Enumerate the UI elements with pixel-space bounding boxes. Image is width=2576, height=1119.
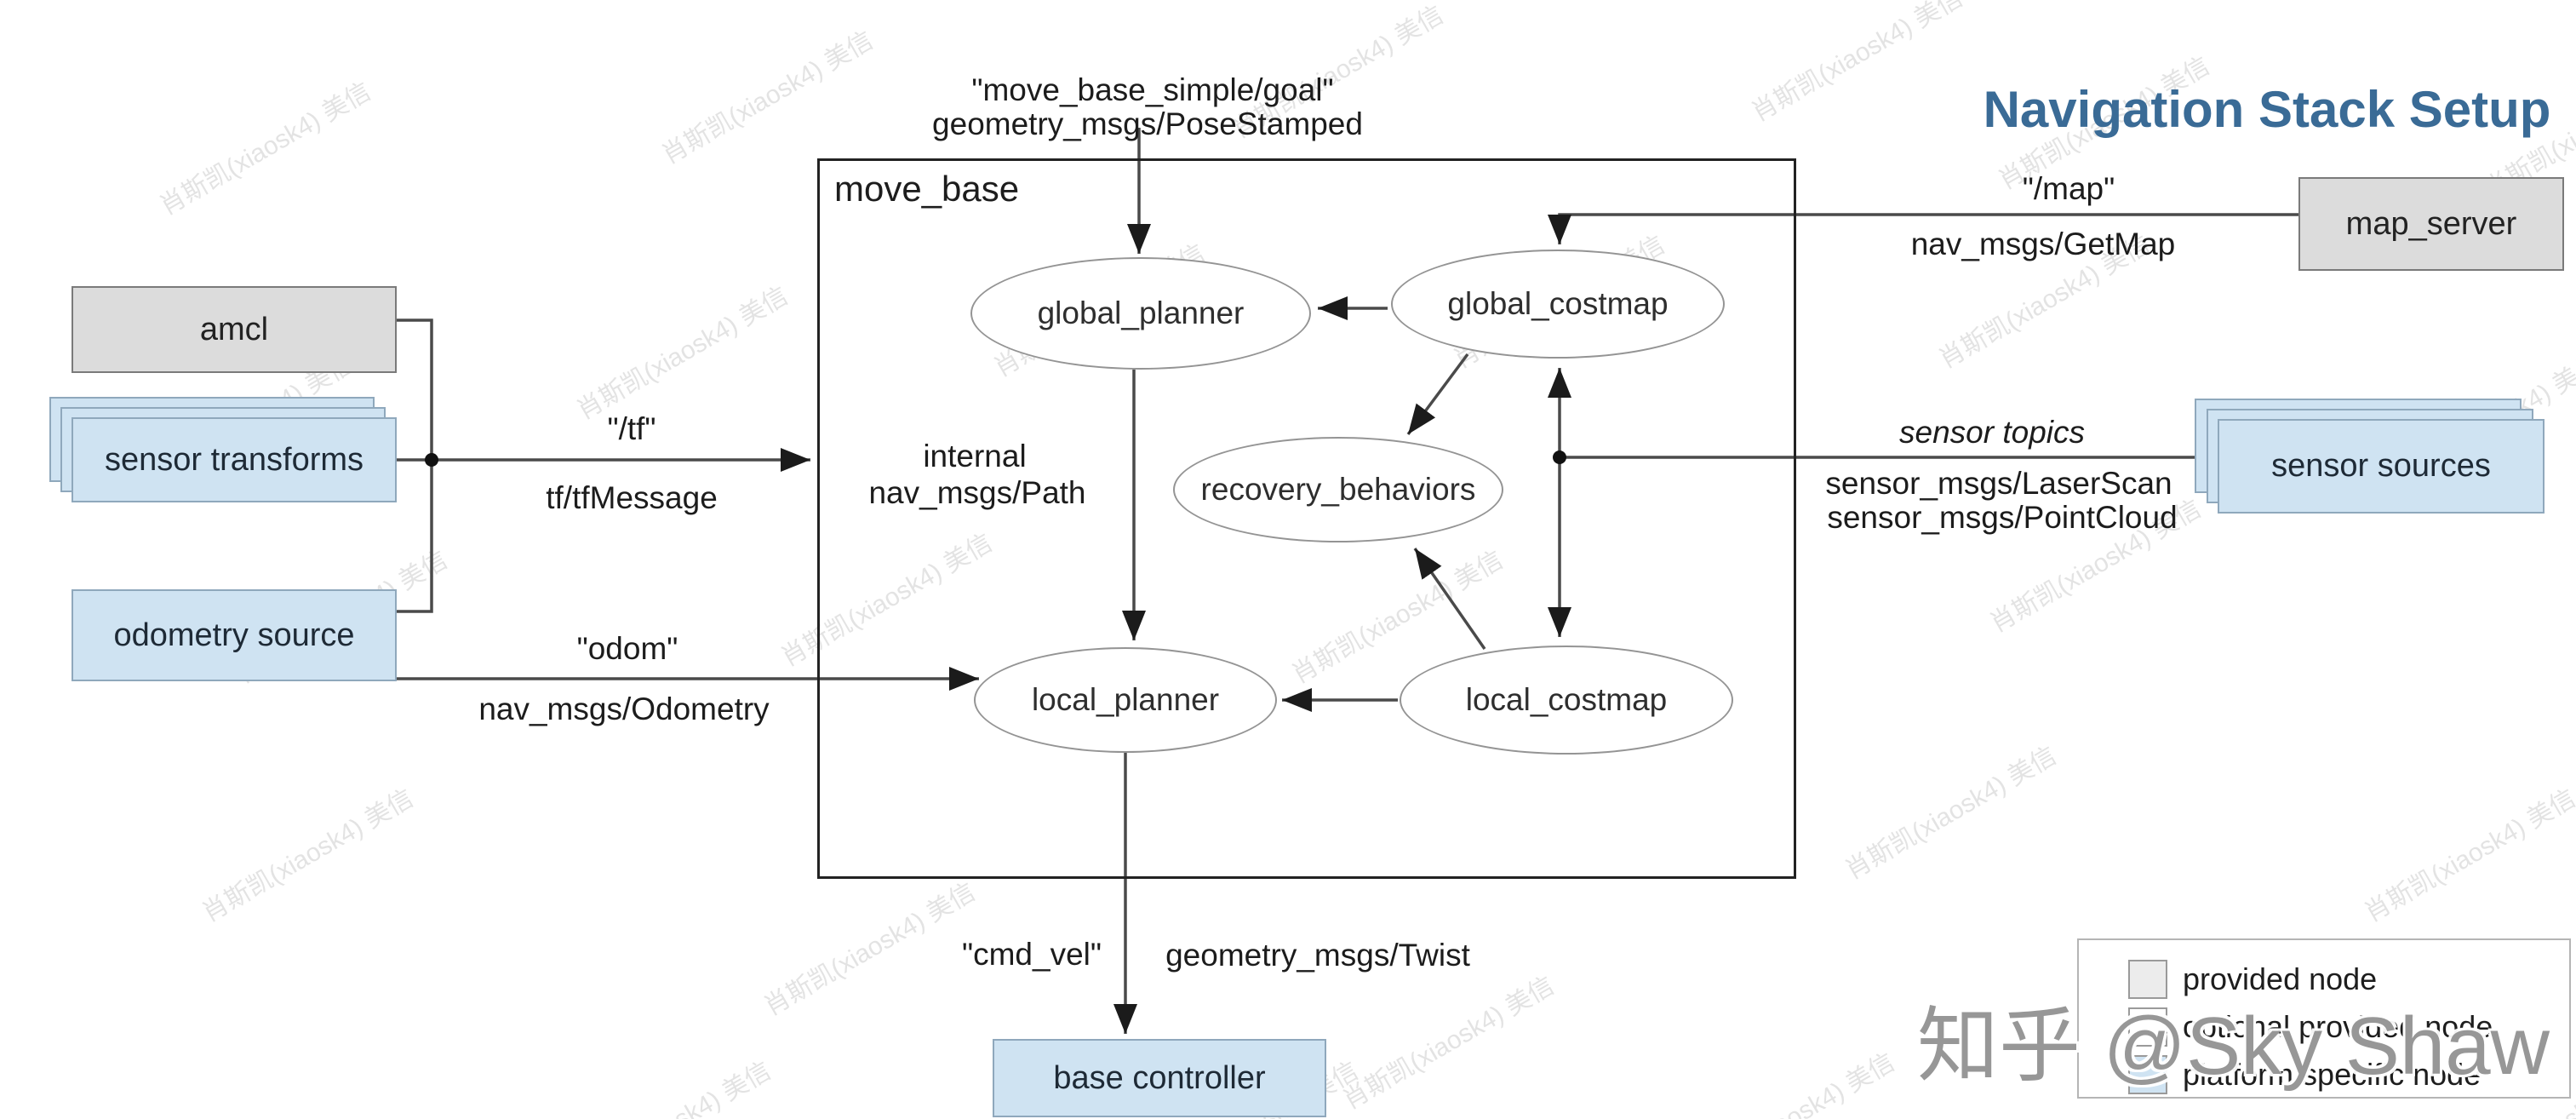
global-planner-label: global_planner xyxy=(1037,296,1245,330)
legend-swatch xyxy=(2128,1007,2167,1047)
tf-type-label: tf/tfMessage xyxy=(546,480,718,515)
local-planner-node: local_planner xyxy=(974,647,1277,753)
legend-swatch xyxy=(2128,1055,2167,1094)
sensor-sources-node: sensor sources xyxy=(2218,419,2545,514)
map-topic-label: "/map" xyxy=(2022,171,2115,206)
move-base-container xyxy=(817,158,1796,879)
global-costmap-label: global_costmap xyxy=(1447,286,1669,321)
recovery-behaviors-node: recovery_behaviors xyxy=(1173,437,1503,542)
map-type-label: nav_msgs/GetMap xyxy=(1910,227,2176,261)
cmd-vel-type-label: geometry_msgs/Twist xyxy=(1165,938,1470,973)
sensor-topics-label: sensor topics xyxy=(1899,415,2085,450)
local-planner-label: local_planner xyxy=(1031,682,1220,717)
recovery-behaviors-label: recovery_behaviors xyxy=(1200,472,1476,507)
page-title: Navigation Stack Setup xyxy=(1983,81,2551,138)
local-costmap-label: local_costmap xyxy=(1465,682,1668,717)
legend-swatch xyxy=(2128,960,2167,999)
edge-localcostmap-to-recovery xyxy=(1413,548,1486,650)
legend-label: provided node xyxy=(2183,961,2378,996)
tf-junction-dot xyxy=(425,453,438,467)
edge-globalcostmap-to-recovery xyxy=(1406,353,1469,436)
map-server-node: map_server xyxy=(2298,177,2564,271)
legend-label: platform specific node xyxy=(2183,1057,2482,1092)
odom-type-label: nav_msgs/Odometry xyxy=(478,691,770,726)
amcl-node: amcl xyxy=(72,286,397,373)
map-server-label: map_server xyxy=(2345,205,2517,242)
base-controller-node: base controller xyxy=(993,1039,1326,1117)
tf-topic-label: "/tf" xyxy=(607,411,656,446)
move-base-label: move_base xyxy=(834,169,1020,209)
legend-row: platform specific node xyxy=(2128,1054,2481,1095)
amcl-label: amcl xyxy=(199,311,269,347)
cmd-vel-topic-label: "cmd_vel" xyxy=(961,937,1102,972)
sensor-pointcloud-type-label: sensor_msgs/PointCloud xyxy=(1827,500,2178,535)
base-controller-label: base controller xyxy=(1053,1059,1266,1096)
internal-type-label: nav_msgs/Path xyxy=(868,475,1086,510)
internal-label: internal xyxy=(923,439,1027,473)
sensor-junction-dot xyxy=(1553,450,1566,464)
sensor-transforms-label: sensor transforms xyxy=(104,441,364,478)
global-planner-node: global_planner xyxy=(970,257,1311,370)
legend-label: optional provided node xyxy=(2183,1009,2493,1044)
sensor-laser-type-label: sensor_msgs/LaserScan xyxy=(1825,466,2172,501)
goal-topic-label: "move_base_simple/goal" xyxy=(971,72,1334,107)
legend-row: optional provided node xyxy=(2128,1007,2493,1047)
sensor-transforms-node: sensor transforms xyxy=(72,417,397,502)
odom-topic-label: "odom" xyxy=(576,631,678,666)
legend-row: provided node xyxy=(2128,959,2377,1000)
edge-tf-junction-lines xyxy=(397,318,433,613)
watermark-text: 知乎 @Sky Shaw xyxy=(1917,1001,2550,1092)
sensor-sources-label: sensor sources xyxy=(2271,448,2491,484)
local-costmap-node: local_costmap xyxy=(1400,646,1733,755)
odometry-source-node: odometry source xyxy=(72,589,397,681)
goal-type-label: geometry_msgs/PoseStamped xyxy=(932,106,1363,141)
odometry-source-label: odometry source xyxy=(113,617,355,653)
legend: provided node optional provided node platf… xyxy=(2077,938,2571,1099)
global-costmap-node: global_costmap xyxy=(1391,250,1725,359)
edge-map-arrow xyxy=(1548,213,2298,244)
